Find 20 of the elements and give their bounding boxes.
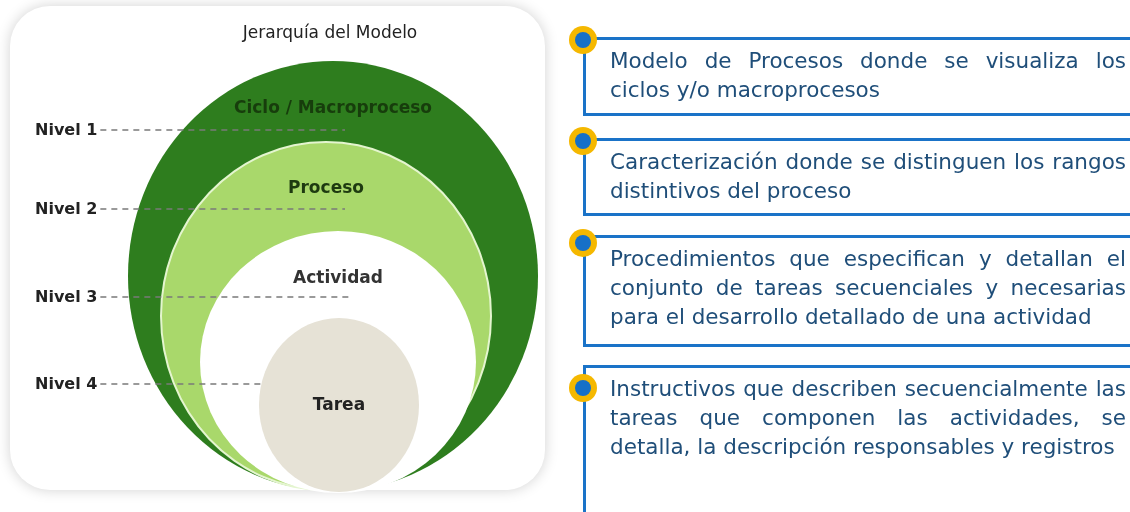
level-label: Nivel 1 xyxy=(35,120,98,139)
description-text: Modelo de Procesos donde se visualiza los ciclos y/o macroprocesos xyxy=(610,47,1126,104)
circle-label: Actividad xyxy=(292,267,384,287)
level-label: Nivel 2 xyxy=(35,199,98,218)
leader-line xyxy=(99,383,263,385)
description-box xyxy=(583,138,1130,216)
description-text: Instructivos que describen secuencialmente las tareas que componen las actividades, se detalla, la descripción responsables y registros xyxy=(610,375,1126,461)
description-text: Caracterización donde se distinguen los rangos distintivos del proceso xyxy=(610,148,1126,205)
description-text: Procedimientos que especifican y detallan el conjunto de tareas secuenciales y necesarias para el desarrollo detallado de una actividad xyxy=(610,245,1126,331)
leader-line xyxy=(99,129,346,131)
leader-line xyxy=(99,208,346,210)
circle-label: Proceso xyxy=(287,177,365,197)
description-box xyxy=(583,235,1130,347)
leader-line xyxy=(99,296,351,298)
description-box xyxy=(583,37,1130,116)
level-label: Nivel 3 xyxy=(35,287,98,306)
diagram-title: Jerarquía del Modelo xyxy=(241,22,419,42)
circle-label: Tarea xyxy=(311,394,367,414)
level-label: Nivel 4 xyxy=(35,374,98,393)
circle-label: Ciclo / Macroproceso xyxy=(232,97,434,117)
